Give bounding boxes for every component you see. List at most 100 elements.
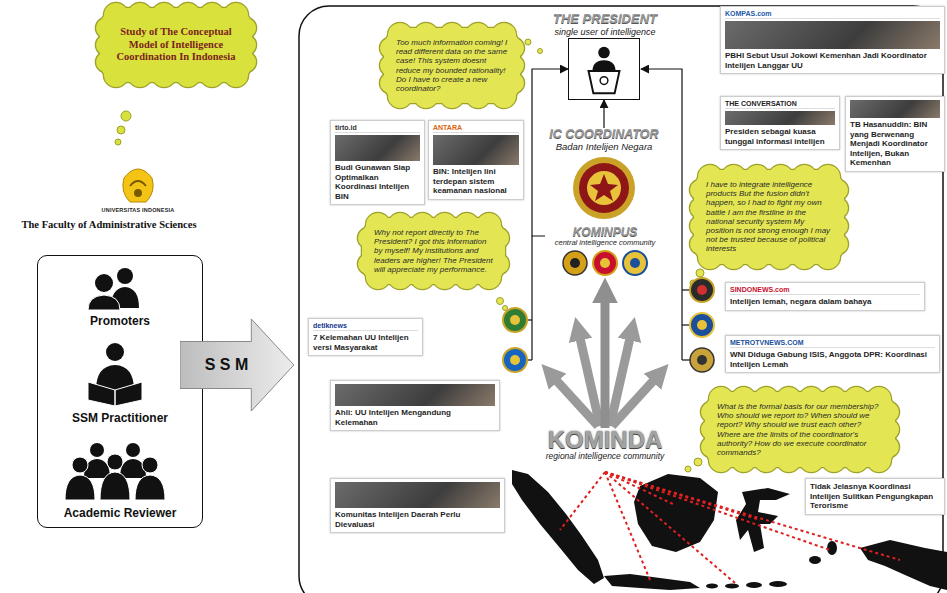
group-icon — [135, 475, 165, 500]
cloud-shape — [799, 448, 823, 472]
agency-logo — [503, 308, 527, 332]
node-subheading: central intelligence community — [545, 239, 665, 248]
news-masthead: THE CONVERSATION — [725, 100, 835, 109]
method-arrow: S S M — [180, 318, 295, 412]
news-clipping: SINDONEWS.comIntelijen lemah, negara dal… — [725, 282, 925, 311]
fan-arrow — [612, 380, 654, 426]
news-headline: Budi Gunawan Siap Optimalkan Koordinasi … — [335, 163, 420, 201]
agency-logo — [690, 313, 714, 337]
report-connector — [603, 100, 604, 128]
cloud-shape — [879, 437, 899, 457]
bin-emblem — [590, 174, 618, 201]
person-icon — [95, 274, 113, 292]
cloud-shape — [128, 3, 152, 27]
cloud-tail — [497, 39, 705, 472]
news-masthead: SINDONEWS.com — [730, 286, 920, 295]
cloud-text: Why not report directly to The President… — [374, 228, 493, 274]
tail-bubble — [503, 306, 508, 311]
cloud-shape — [96, 52, 116, 72]
news-photo — [335, 482, 500, 508]
report-line — [641, 69, 682, 360]
news-masthead: ANTARA — [433, 124, 519, 133]
cloud-shape — [777, 448, 801, 472]
cloud-shape — [828, 180, 848, 200]
agency-logo — [630, 258, 640, 268]
tail-bubble — [696, 269, 704, 277]
logo-detail — [130, 181, 146, 186]
tail-bubble — [117, 126, 125, 134]
agency-logo — [570, 258, 580, 268]
group-icon — [107, 454, 123, 470]
agency-logo — [690, 348, 714, 372]
agency-logo — [510, 355, 520, 365]
news-headline: Presiden sebagai kuasa tunggal informasi… — [725, 127, 835, 146]
cloud-shape — [879, 402, 899, 422]
island — [604, 574, 700, 590]
agency-logo — [697, 355, 707, 365]
news-clipping: detiknews7 Kelemahan UU Intelijen versi … — [308, 318, 423, 356]
group-icon — [142, 457, 158, 473]
text-label: The Faculty of Administrative Sciences — [2, 219, 216, 230]
news-masthead: tirto.id — [335, 124, 420, 133]
node-heading: THE PRESIDENT — [509, 12, 701, 26]
news-headline: WNI Diduga Gabung ISIS, Anggota DPR: Koo… — [730, 350, 935, 369]
cloud-shape — [128, 63, 152, 87]
cloud-text: Too much information coming! I read diff… — [396, 38, 508, 93]
news-headline: 7 Kelemahan UU Intelijen versi Masyaraka… — [313, 333, 418, 352]
cloud-shape — [176, 3, 200, 27]
report-connector — [532, 69, 568, 236]
news-clipping: TB Hasanuddin: BIN yang Berwenang Menjad… — [845, 96, 945, 172]
island — [736, 488, 790, 552]
news-photo — [433, 135, 519, 165]
cloud-shape — [792, 245, 816, 269]
cloud-tail — [115, 111, 131, 145]
cloud-shape — [828, 198, 848, 218]
news-photo — [725, 21, 940, 49]
actor-label: Academic Reviewer — [38, 506, 202, 520]
report-line — [682, 359, 690, 360]
tail-bubble — [497, 298, 504, 305]
dotted-link — [560, 472, 605, 530]
fan-arrow — [580, 338, 600, 426]
report-line — [531, 236, 532, 360]
cloud-shape — [152, 63, 176, 87]
bin-emblem — [572, 156, 636, 220]
cloud-shape — [828, 216, 848, 236]
tail-bubble — [121, 111, 131, 121]
podium-icon — [589, 71, 620, 93]
actor-label: Promoters — [38, 314, 202, 328]
cloud-shape — [152, 3, 176, 27]
island — [746, 582, 762, 588]
report-line — [682, 289, 690, 290]
news-clipping: ANTARABIN: Intelijen lini terdepan siste… — [428, 120, 524, 200]
island — [827, 541, 837, 555]
cloud-shape — [466, 84, 490, 108]
fan-arrow — [601, 301, 610, 428]
tail-bubble — [694, 458, 702, 466]
news-headline: Tidak Jelasnya Koordinasi Intelijen Suli… — [810, 482, 940, 511]
cloud-shape — [844, 448, 868, 472]
person-icon — [88, 295, 120, 310]
node-subheading: Badan Intelijen Negara — [540, 142, 668, 153]
cloud-shape — [440, 84, 464, 108]
agency-logo — [623, 251, 647, 275]
news-masthead: METROTVNEWS.COM — [730, 339, 935, 348]
cloud-shape — [504, 73, 524, 93]
news-clipping: Komunitas Intelijen Daerah Perlu Dievalu… — [330, 478, 505, 533]
cloud-shape — [152, 3, 176, 27]
news-photo — [725, 111, 835, 125]
cloud-shape — [176, 3, 200, 27]
cloud-shape — [879, 437, 899, 457]
group-icon — [90, 443, 104, 457]
tail-bubble — [538, 49, 543, 54]
dotted-link — [605, 472, 675, 505]
cloud-shape — [822, 448, 846, 472]
cloud-shape — [128, 63, 152, 87]
agency-logo — [697, 285, 707, 295]
cloud-shape — [96, 52, 116, 72]
person-icon — [117, 268, 133, 284]
news-clipping: Ahli: UU Intelijen Mengandung Kelemahan — [330, 380, 500, 431]
cloud-text: Study of The Conceptual Model of Intelli… — [112, 26, 240, 64]
cloud-shape — [466, 84, 490, 108]
news-photo — [850, 100, 940, 118]
